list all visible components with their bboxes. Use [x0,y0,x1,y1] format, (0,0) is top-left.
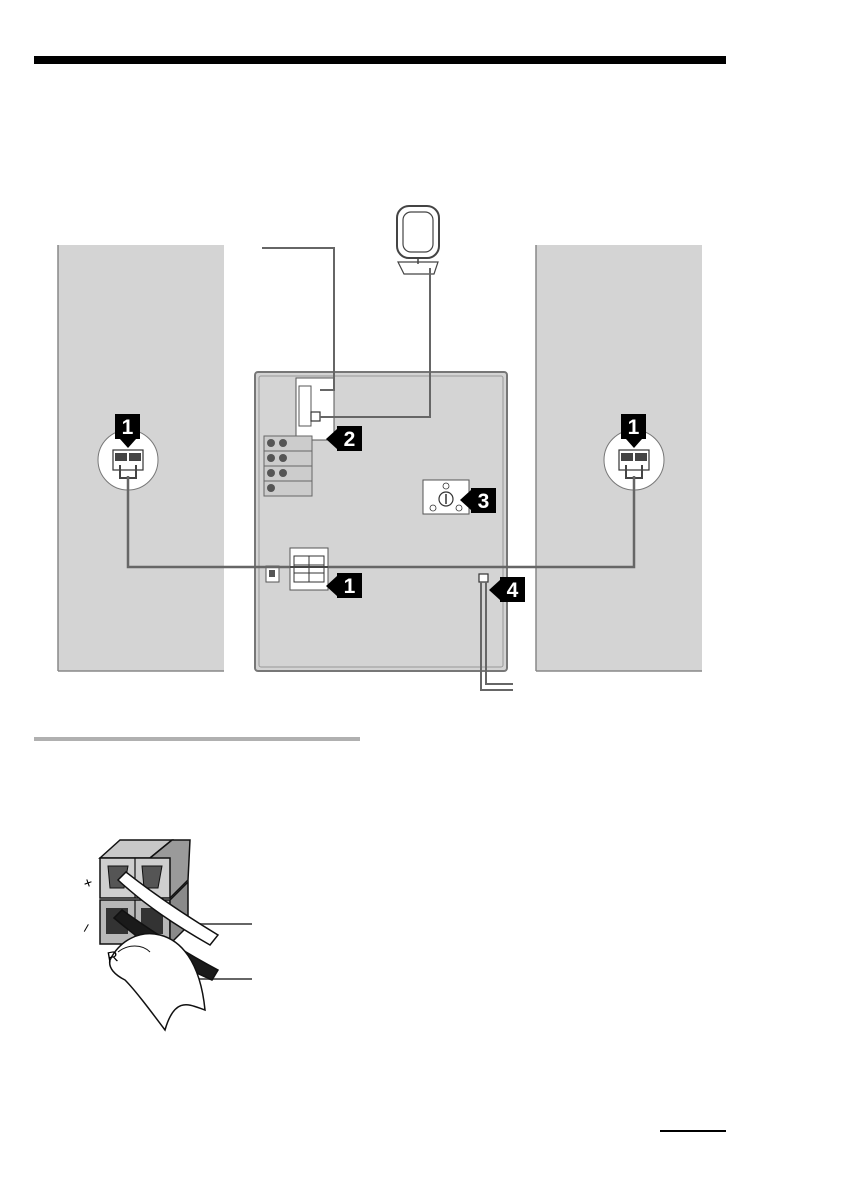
section-rule [34,737,360,741]
voltage-selector [423,480,469,514]
footer-rule [660,1130,726,1132]
plus-label: + [81,874,95,893]
left-speaker [58,245,224,671]
svg-text:1: 1 [122,416,134,439]
svg-text:4: 4 [507,579,519,602]
svg-text:2: 2 [344,428,356,451]
right-speaker [536,245,702,671]
header-rule [34,56,726,64]
speaker-jacks [290,548,328,590]
minus-label: – [76,919,95,935]
power-outlet [479,574,488,582]
input-jacks [264,436,312,496]
svg-text:1: 1 [628,416,640,439]
svg-text:1: 1 [344,575,356,598]
svg-text:3: 3 [478,490,490,513]
speaker-terminal-inset: + – R [76,840,252,1030]
antenna-terminal-block [296,378,334,440]
fm-antenna-wire [262,248,334,390]
